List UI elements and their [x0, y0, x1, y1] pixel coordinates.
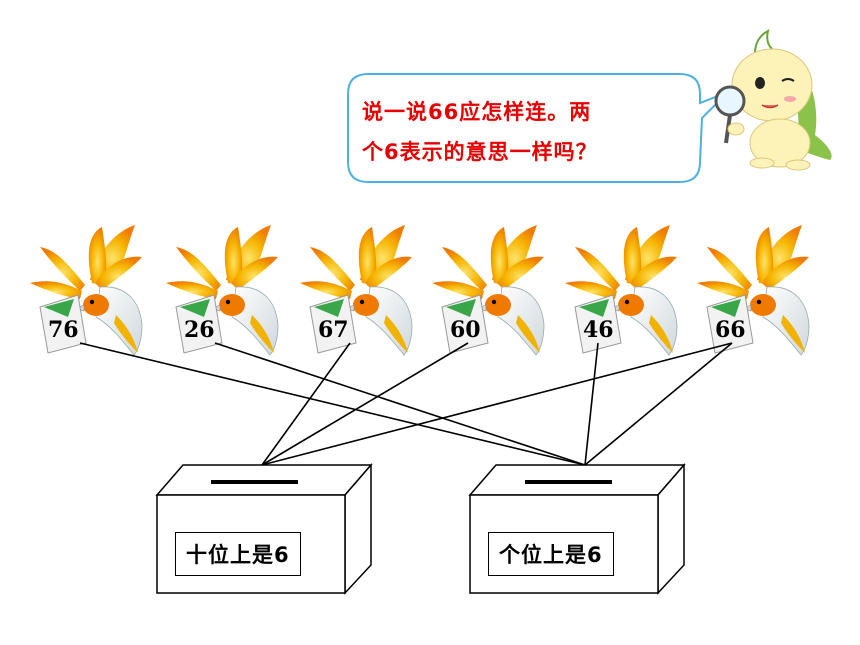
line-67-to-tens: [261, 342, 351, 466]
prompt-line-2: 个6表示的意思一样吗？: [362, 140, 598, 164]
line-66-to-ones: [584, 342, 733, 466]
line-60-to-tens: [261, 342, 469, 466]
number-label-4: 60: [450, 317, 481, 343]
number-label-3: 67: [318, 317, 349, 343]
magnifying-glass-icon: [714, 85, 746, 117]
bird-illustration-5: [564, 224, 678, 356]
ones-box-label: 个位上是6: [488, 532, 614, 576]
line-76-to-ones: [79, 342, 586, 466]
bird-illustration-1: [29, 224, 143, 356]
mascot-character: [714, 29, 832, 171]
number-label-1: 76: [48, 317, 79, 343]
number-label-6: 66: [715, 317, 746, 343]
bird-illustration-3: [299, 224, 413, 356]
bird-illustration-2: [165, 224, 279, 356]
connection-lines: [79, 342, 733, 466]
prompt-text: 说一说66应怎样连。两 个6表示的意思一样吗？: [362, 92, 662, 172]
tens-box-label: 十位上是6: [175, 532, 301, 576]
line-46-to-ones: [584, 342, 599, 466]
speech-bubble: [347, 73, 729, 183]
number-label-5: 46: [583, 317, 614, 343]
line-66-to-tens: [261, 342, 733, 466]
line-26-to-ones: [214, 342, 586, 466]
prompt-line-1: 说一说66应怎样连。两: [362, 100, 592, 124]
bird-illustration-6: [696, 224, 810, 356]
bird-illustration-4: [431, 224, 545, 356]
number-label-2: 26: [184, 317, 215, 343]
